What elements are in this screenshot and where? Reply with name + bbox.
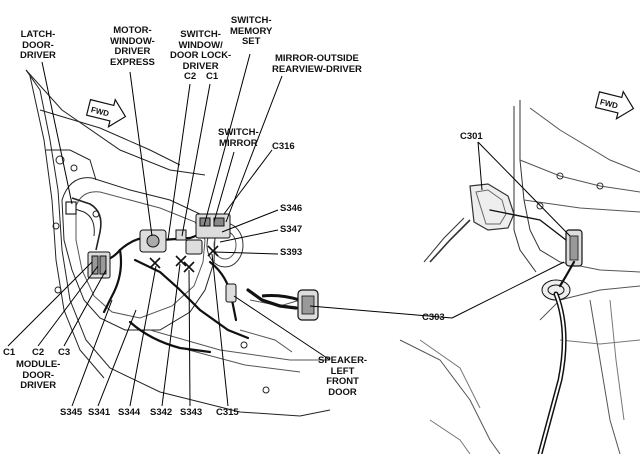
label-c316: C316: [272, 141, 295, 152]
label-s343: S343: [180, 407, 203, 418]
wiring-harness-right: [489, 209, 576, 454]
label-c315: C315: [216, 407, 239, 418]
speaker-connector-body: [225, 283, 237, 303]
label-c303: C303: [422, 312, 445, 323]
fwd-arrow-left: FWD: [85, 98, 127, 129]
label-module-door-driver: MODULE- DOOR- DRIVER: [16, 359, 61, 391]
label-switch-window-door-lock-driver: SWITCH- WINDOW/ DOOR LOCK- DRIVER: [170, 29, 232, 72]
label-module-c3: C3: [58, 347, 71, 358]
door-illustration-left: [25, 69, 331, 417]
label-s341: S341: [88, 407, 111, 418]
door-illustration-right: [399, 100, 640, 454]
label-speaker-left-front-door: SPEAKER- LEFT FRONT DOOR: [318, 355, 368, 398]
components-left: [87, 213, 237, 303]
label-mirror-outside-rearview-driver: MIRROR-OUTSIDE REARVIEW-DRIVER: [272, 53, 362, 75]
mirror-harness: [261, 289, 319, 321]
label-s344: S344: [118, 407, 141, 418]
label-module-c1: C1: [3, 347, 16, 358]
label-switch-mirror: SWITCH- MIRROR: [218, 127, 259, 149]
leader-lines: [7, 53, 571, 407]
label-switch-window-c1: C1: [206, 71, 219, 82]
label-module-c2: C2: [32, 347, 45, 358]
fwd-arrow-right: FWD: [594, 90, 635, 121]
label-latch-door-driver: LATCH- DOOR- DRIVER: [20, 29, 56, 61]
splice-marks: [149, 245, 219, 273]
label-s393: S393: [280, 247, 303, 258]
label-motor-window-driver-express: MOTOR- WINDOW- DRIVER EXPRESS: [110, 25, 155, 68]
label-s345: S345: [60, 407, 83, 418]
fwd-label-left: FWD: [90, 105, 110, 118]
label-s347: S347: [280, 224, 303, 235]
fwd-label-right: FWD: [599, 97, 619, 110]
label-c301: C301: [460, 131, 483, 142]
label-s342: S342: [150, 407, 173, 418]
label-switch-memory-set: SWITCH- MEMORY SET: [230, 15, 273, 47]
label-s346: S346: [280, 203, 303, 214]
label-switch-window-c2: C2: [184, 71, 197, 82]
